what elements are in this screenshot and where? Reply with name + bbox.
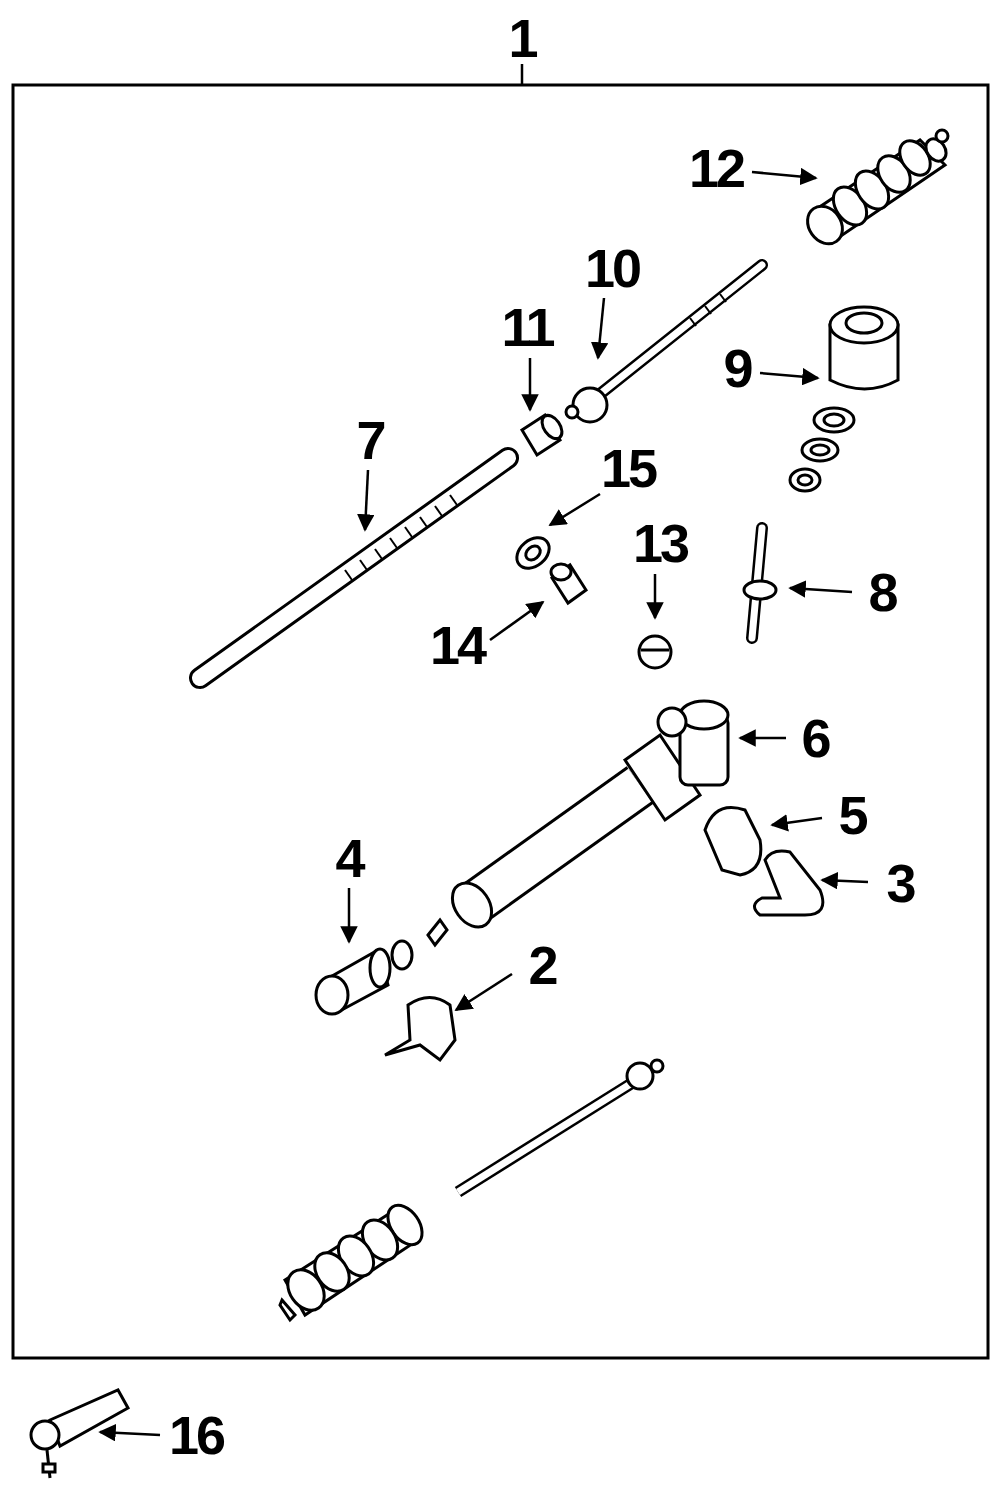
rack-boot	[800, 130, 950, 251]
callout-number: 4	[335, 831, 362, 885]
callout-number: 1	[508, 11, 535, 65]
inner-tie-rod	[458, 1060, 663, 1192]
callout-number: 7	[356, 413, 383, 467]
callout-number: 9	[723, 341, 750, 395]
callout-number: 12	[689, 141, 743, 195]
pinion-cap	[790, 307, 898, 491]
clamps	[705, 808, 823, 916]
callout-number: 15	[601, 441, 655, 495]
callout-number: 5	[838, 788, 865, 842]
callout-number: 16	[169, 1408, 223, 1462]
rack-bar	[200, 458, 508, 678]
mount-bracket	[385, 998, 455, 1061]
callout-number: 6	[801, 711, 828, 765]
rack-boot	[280, 1199, 429, 1320]
callout-number: 14	[430, 618, 484, 672]
callout-number: 3	[886, 856, 913, 910]
group-frame	[13, 85, 988, 1358]
callout-number: 2	[528, 938, 555, 992]
bushing	[522, 412, 566, 455]
callout-number: 10	[585, 241, 639, 295]
callout-number: 11	[501, 300, 552, 354]
callout-number: 13	[633, 516, 687, 570]
leader-lines	[100, 64, 868, 1435]
rack-housing	[444, 701, 728, 934]
callout-number: 8	[868, 565, 895, 619]
pinion-shaft	[744, 528, 776, 638]
tie-rod-end	[31, 1390, 128, 1478]
